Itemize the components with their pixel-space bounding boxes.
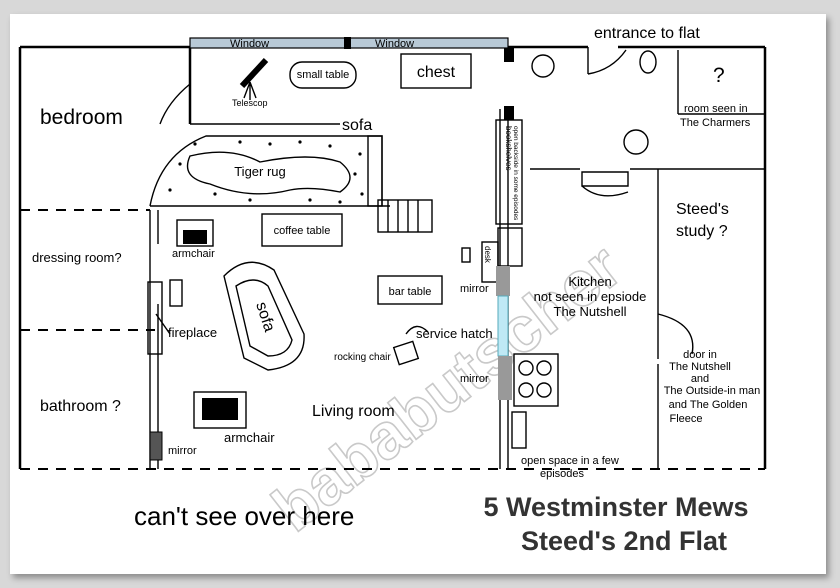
mirror-mid-label: mirror — [460, 373, 489, 385]
mirror-bottom — [149, 431, 163, 461]
door-label-4: The Outside-in man — [664, 385, 761, 397]
bathroom-label: bathroom ? — [40, 398, 121, 415]
bookshelves-label-2: open backside in some episodes — [512, 126, 519, 221]
fireplace-label: fireplace — [168, 325, 217, 340]
door-label-3: and — [691, 373, 709, 385]
sofa-top-label: sofa — [342, 117, 372, 134]
cant-see-label: can't see over here — [134, 501, 354, 531]
open-space-label-2: episodes — [540, 468, 585, 480]
study-door — [581, 171, 629, 197]
mirror-mid — [498, 356, 512, 400]
charmers-label-1: room seen in — [684, 103, 748, 115]
armchair-top-label: armchair — [172, 248, 215, 260]
rocking-chair — [392, 340, 420, 366]
entrance-label: entrance to flat — [594, 25, 700, 42]
floor-plan-sheet: bababutscher — [10, 14, 826, 574]
door-label-2: The Nutshell — [669, 361, 731, 373]
armchair-bottom — [193, 391, 247, 429]
charmers-question: ? — [713, 64, 725, 87]
small-table — [289, 61, 357, 89]
mirror-top — [496, 266, 510, 296]
door-label-6: Fleece — [669, 413, 702, 425]
telescope-icon — [239, 57, 269, 100]
title-line-2: Steed's 2nd Flat — [521, 526, 727, 556]
kitchen-label-2: not seen in epsiode — [534, 289, 647, 304]
tiger-rug-label: Tiger rug — [234, 164, 286, 179]
title-line-1: 5 Westminster Mews — [483, 492, 748, 522]
bedroom-label: bedroom — [40, 106, 123, 129]
study-label-2: study ? — [676, 223, 728, 240]
kitchen-label-3: The Nutshell — [554, 304, 627, 319]
study-label-1: Steed's — [676, 201, 729, 218]
kitchen-label-1: Kitchen — [568, 274, 611, 289]
chest — [400, 53, 472, 89]
bedroom-door — [159, 83, 191, 125]
floor-plan: bababutscher — [18, 25, 767, 556]
telescope-label: Telescop — [232, 98, 268, 108]
armchair-top — [176, 219, 214, 247]
chest-label: chest — [417, 64, 456, 81]
fridge — [511, 411, 527, 449]
walls — [18, 45, 767, 470]
window-label-1: Window — [230, 38, 269, 50]
open-space-label-1: open space in a few — [521, 455, 619, 467]
entrance-door — [531, 47, 657, 155]
dressing-room-label: dressing room? — [32, 250, 122, 265]
service-hatch — [497, 295, 509, 357]
door-label-5: and The Golden — [669, 399, 748, 411]
window-strip — [189, 37, 514, 120]
tiger-rug-sofa — [149, 135, 383, 207]
sofa-mid — [223, 261, 305, 371]
living-room-label: Living room — [312, 403, 395, 420]
bookshelves-label-1: bookshelves — [504, 126, 513, 170]
stove — [513, 353, 559, 407]
armchair-bottom-label: armchair — [224, 430, 275, 445]
coffee-table — [261, 213, 343, 247]
bar-table — [377, 275, 443, 305]
mirror-top-label: mirror — [460, 283, 489, 295]
service-hatch-label: service hatch — [416, 326, 493, 341]
steps — [377, 199, 433, 233]
rocking-chair-arc — [405, 325, 429, 335]
fireplace — [147, 279, 183, 355]
coffee-table-label: coffee table — [274, 225, 331, 237]
mirror-bottom-label: mirror — [168, 445, 197, 457]
side-door — [657, 313, 694, 355]
desk-label: desk — [483, 246, 492, 264]
rocking-chair-label: rocking chair — [334, 352, 391, 363]
charmers-label-2: The Charmers — [680, 117, 751, 129]
door-label-1: door in — [683, 349, 717, 361]
bookshelves — [495, 119, 523, 225]
small-table-label: small table — [297, 69, 350, 81]
sofa-mid-label: sofa — [252, 300, 278, 334]
bar-table-label: bar table — [389, 286, 432, 298]
window-label-2: Window — [375, 38, 414, 50]
